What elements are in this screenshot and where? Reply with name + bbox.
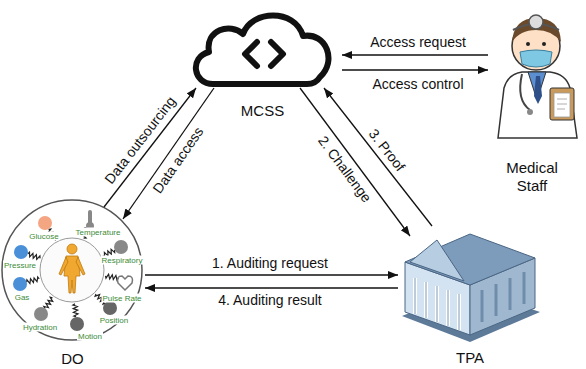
edge-label: Access control	[372, 76, 463, 92]
sensor-wires	[27, 226, 119, 317]
doctor-figure	[498, 72, 577, 138]
sensor-label: Pressure	[3, 261, 37, 270]
wearable-circle	[2, 200, 142, 340]
arrow-connector	[342, 54, 488, 55]
sensor-icons	[118, 276, 133, 290]
doctor-figure	[520, 50, 552, 67]
sensor-label: Pulse Rate	[101, 294, 142, 303]
sensor-label: Glucose	[28, 232, 59, 241]
sensor-icons	[34, 307, 48, 321]
wearable-circle	[2, 200, 142, 340]
doctor-figure	[550, 88, 574, 120]
node-box: DO	[0, 198, 145, 368]
building-icon	[402, 234, 540, 342]
arrow-connector	[300, 88, 410, 236]
doctor-figure	[554, 93, 570, 117]
sensor-icons	[14, 245, 28, 259]
doctor-figure	[529, 15, 543, 29]
node-box: MCSS	[185, 2, 340, 120]
human-figure	[59, 257, 85, 275]
node-box: TPA	[395, 222, 545, 367]
node-label: MCSS	[241, 102, 284, 120]
edge-label: Data access	[149, 124, 206, 196]
sensor-icons	[114, 240, 128, 254]
doctor-figure	[526, 42, 530, 46]
node-label: Medical Staff	[495, 159, 569, 195]
edge-label: Access request	[370, 34, 466, 50]
sensor-wires	[28, 252, 40, 259]
doctor-figure	[498, 15, 577, 138]
sensor-wires	[73, 304, 78, 317]
cloud-icon	[245, 42, 283, 66]
sensor-label: Motion	[77, 332, 103, 341]
sensor-icons	[13, 210, 133, 331]
doctor-figure	[557, 99, 567, 109]
building-icon	[415, 278, 459, 330]
doctor-figure	[527, 109, 533, 115]
sensor-label: Gas	[14, 293, 31, 302]
edge-label: 2. Challenge	[315, 133, 375, 206]
sensor-icons	[13, 277, 27, 291]
edge-label: 1. Auditing request	[212, 255, 328, 271]
sensor-label: Temperature	[75, 228, 122, 237]
sensor-label: Respiratory	[101, 256, 144, 265]
sensor-label: Hydration	[22, 323, 58, 332]
arrow-connector	[145, 274, 398, 275]
node-label: TPA	[456, 349, 484, 367]
arrow-connector	[145, 287, 398, 288]
human-figure	[59, 244, 85, 293]
arrow-connector	[342, 69, 488, 70]
node-label: DO	[61, 350, 84, 368]
doctor-figure	[542, 42, 546, 46]
human-figure	[67, 244, 77, 254]
sensor-icons	[103, 301, 117, 315]
edge-label: 4. Auditing result	[218, 292, 322, 308]
sensor-wires	[27, 277, 40, 284]
building-icon	[410, 240, 464, 281]
building-icon	[482, 272, 524, 322]
doctor-figure	[520, 74, 530, 110]
cloud-icon	[196, 16, 329, 85]
sensor-icons	[70, 317, 84, 331]
sensor-wires	[106, 274, 119, 280]
building-icon	[415, 278, 459, 330]
node-box: Medical Staff	[478, 0, 586, 195]
sensor-wires	[44, 297, 53, 308]
cloud-icon	[196, 16, 329, 85]
sensor-label: Position	[99, 316, 129, 325]
building-icon	[405, 234, 535, 285]
doctor-figure	[534, 76, 542, 104]
sensor-icons	[38, 216, 52, 230]
wearable-circle	[40, 238, 104, 302]
